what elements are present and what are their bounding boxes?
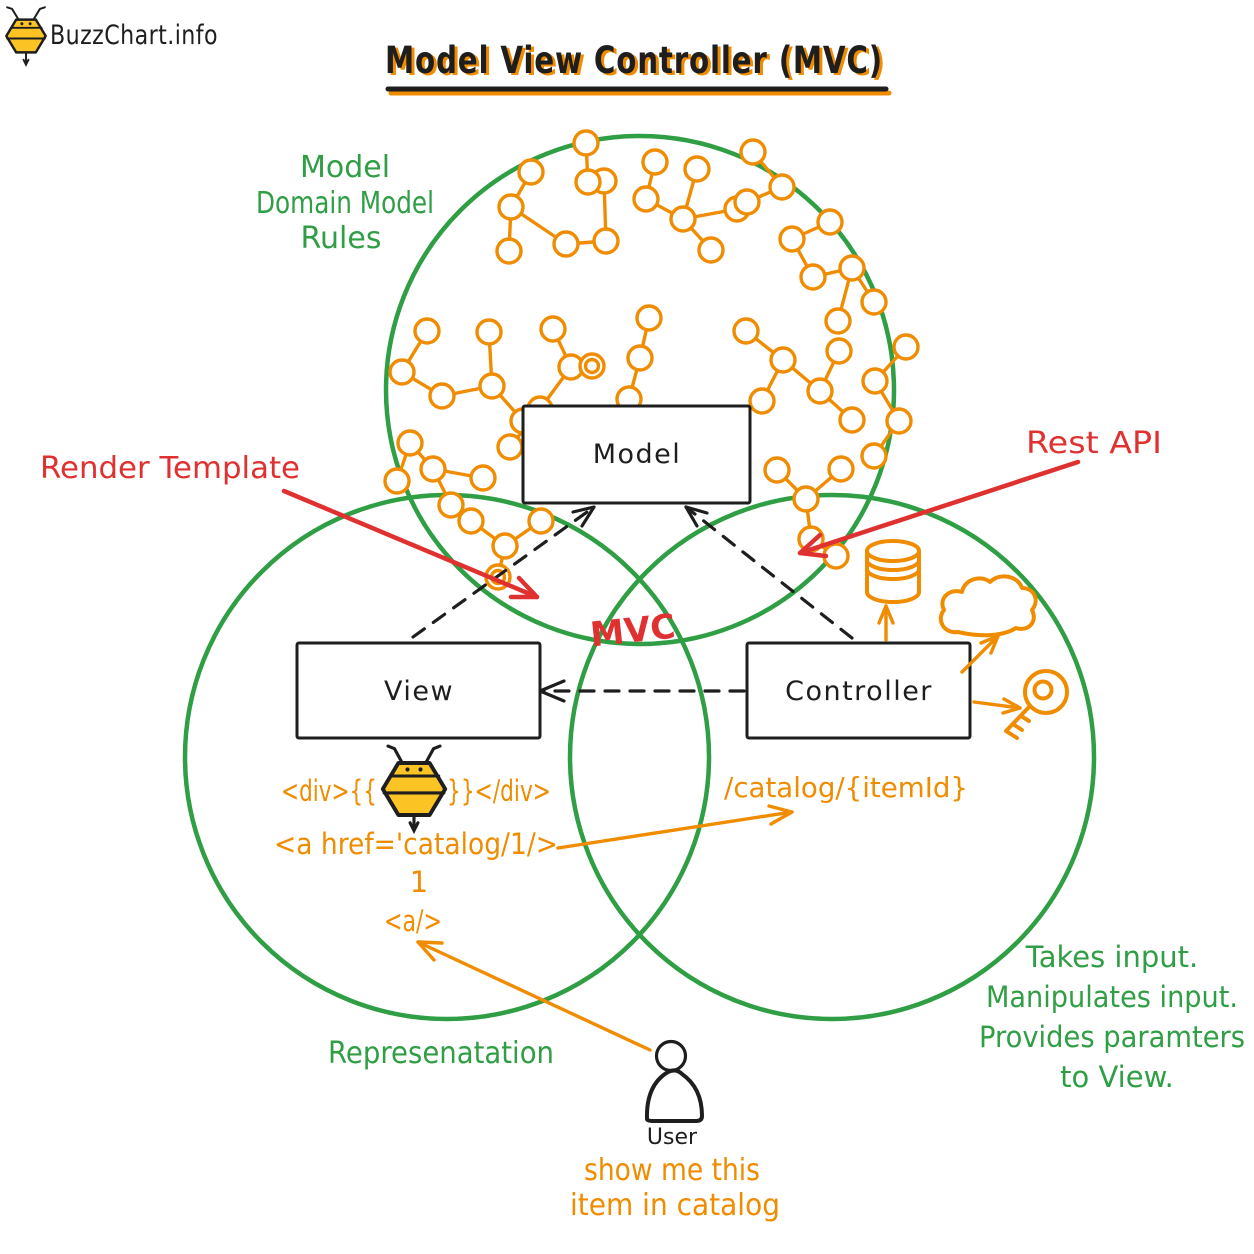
rest-api-label: Rest API — [1026, 426, 1162, 461]
user-quote-line2: item in catalog — [570, 1188, 780, 1223]
code-div-open: <div>{{ — [281, 774, 377, 808]
user-figure: User — [644, 1039, 704, 1150]
controller-box: Controller — [745, 641, 972, 740]
code-anchor: <a href='catalog/1/> — [274, 827, 558, 861]
controller-label-line4: to View. — [1060, 1060, 1174, 1094]
controller-label-line1: Takes input. — [1025, 940, 1198, 974]
user-body — [644, 1068, 704, 1123]
user-to-view-arrow — [416, 940, 652, 1052]
component-boxes: Model View Controller — [295, 404, 972, 740]
model-circle-label: Model Domain Model Rules — [256, 150, 434, 256]
controller-box-label: Controller — [785, 676, 933, 707]
controller-label-line2: Manipulates input. — [986, 980, 1238, 1014]
view-circle — [182, 492, 712, 1022]
user-quote: show me this item in catalog — [570, 1153, 780, 1223]
code-anchor-close: <a/> — [384, 904, 442, 938]
key-icon — [1004, 669, 1069, 740]
code-item-id: 1 — [410, 865, 428, 899]
bee-icon — [5, 6, 47, 67]
model-box: Model — [521, 404, 752, 505]
view-box-label: View — [384, 676, 454, 707]
mvc-center-label: MVC — [588, 607, 677, 656]
brand-text: BuzzChart.info — [50, 20, 218, 51]
user-head — [654, 1039, 688, 1073]
brand-logo: BuzzChart.info — [5, 6, 218, 67]
view-box: View — [295, 641, 542, 740]
user-quote-line1: show me this — [584, 1153, 760, 1188]
controller-circle — [567, 492, 1097, 1022]
controller-icons — [865, 539, 1069, 740]
render-template-arrow — [281, 488, 540, 600]
anchor-to-route-arrow — [556, 804, 794, 850]
controller-to-view-arrow — [538, 679, 746, 703]
user-label: User — [647, 1125, 698, 1150]
view-circle-label: Represenatation — [328, 1036, 554, 1071]
venn-circles — [182, 133, 1097, 1022]
controller-to-cloud-arrow — [960, 634, 1000, 674]
red-annotations: Render Template Rest API MVC — [40, 426, 1162, 655]
rest-api-arrow — [797, 459, 1081, 559]
render-template-label: Render Template — [40, 451, 300, 486]
controller-to-database-arrow — [877, 604, 895, 642]
controller-to-model-arrow — [684, 505, 854, 640]
model-label-line1: Model — [300, 150, 390, 185]
view-to-model-arrow — [411, 505, 596, 639]
model-network — [383, 129, 920, 591]
controller-route-label: /catalog/{itemId} — [724, 771, 968, 804]
controller-label-line3: Provides paramters — [979, 1020, 1245, 1054]
bee-icon — [380, 744, 448, 835]
model-box-label: Model — [593, 439, 682, 470]
title-shadow: Model View Controller (MVC) — [388, 41, 886, 84]
view-template-code: <div>{{ }}</div> <a href='catalog/1/> 1 … — [274, 744, 558, 938]
model-label-line2: Domain Model — [256, 186, 434, 221]
model-circle — [383, 133, 897, 647]
code-div-close: }}</div> — [447, 774, 551, 808]
title-text: Model View Controller (MVC) — [385, 39, 883, 82]
controller-to-key-arrow — [972, 697, 1022, 715]
diagram-title: Model View Controller (MVC) Model View C… — [385, 39, 892, 96]
database-icon — [865, 539, 921, 604]
controller-circle-label: Takes input. Manipulates input. Provides… — [979, 940, 1245, 1094]
model-label-line3: Rules — [301, 221, 382, 256]
cloud-icon — [938, 574, 1038, 638]
